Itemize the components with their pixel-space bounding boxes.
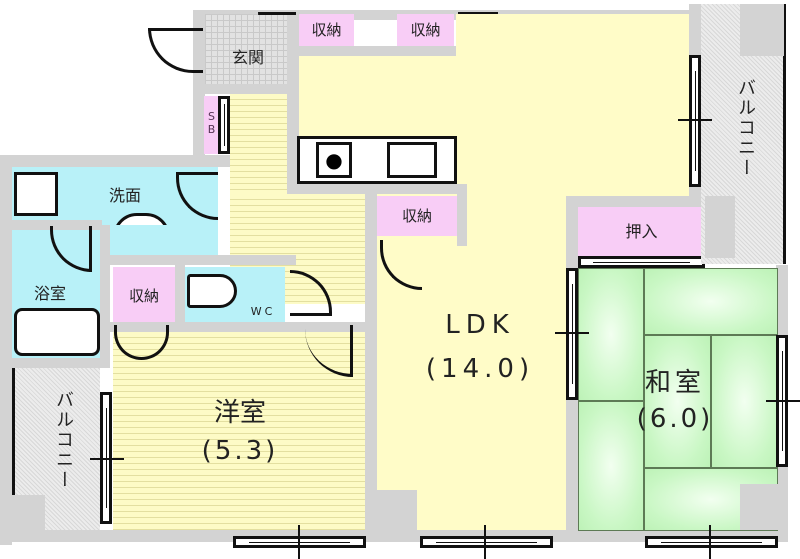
japanese-room-window-bottom[interactable] [645,536,778,548]
window-handle [90,458,124,460]
ldk-window[interactable] [420,536,553,548]
ldk-floor-mid [460,136,689,196]
wall-storage-western-right [175,265,185,325]
entrance-floor [205,14,287,84]
wall-bath-top [12,220,102,230]
window-handle [484,525,486,559]
door-handle [555,332,589,334]
tatami-mat [644,335,711,468]
balcony-right-pillar [740,4,784,56]
wall-left-upper [0,155,232,167]
closet-japanese-slider[interactable] [578,256,705,268]
stove-icon: ● [316,142,352,178]
bathroom-label: 浴室 [33,284,66,303]
ldk-pillar [377,490,417,530]
storage-kitchen [377,196,457,236]
wall-kitchen-storage-right [457,184,467,246]
japanese-room-sliding-door[interactable] [566,268,578,400]
wall-western-right [365,194,377,542]
wall-bath-right [100,225,110,365]
western-room-floor [113,332,365,530]
wall-kitchen-left [287,14,299,194]
storage-top-right-label: 収納 [410,21,441,39]
wall-bottom [0,530,785,542]
storage-top-left-door[interactable] [258,12,296,46]
washing-machine-icon [14,172,58,216]
western-room-size: (5.3) [201,436,279,466]
toilet-icon [187,274,237,308]
shoe-box-door[interactable] [218,96,230,154]
sink-icon [387,142,437,178]
storage-western [113,267,175,322]
wall-kitchen-bottom [287,184,467,194]
ldk-label: LDK [445,310,515,340]
balcony-right-window[interactable] [689,55,701,187]
tatami-mat [578,268,644,401]
japanese-room-size: (6.0) [636,404,714,434]
entrance-door[interactable] [148,28,203,73]
window-handle [678,119,712,121]
window-handle [298,525,300,559]
bathtub-icon [14,308,100,356]
balcony-left-pillar [0,495,45,542]
window-handle [709,525,711,559]
closet-japanese [578,207,705,257]
japanese-room-label: 和室 [644,368,705,398]
ldk-floor [299,56,689,136]
storage-kitchen-label: 収納 [401,207,432,225]
shoe-box [204,96,218,154]
balcony-right-label: バルコニー [735,78,756,178]
washroom-label: 洗面 [108,186,141,205]
wall-entrance-bottom [205,84,287,94]
wall-balcony-left-top [0,358,110,368]
balcony-right-pillar-bottom [705,196,735,258]
wall-japanese-top [566,196,718,208]
pillar-japanese [740,484,778,530]
entrance-label: 玄関 [231,48,264,67]
wall-western-top [100,255,296,265]
closet-japanese-label: 押入 [625,222,658,241]
storage-western-label: 収納 [128,287,159,305]
wall-storage-bottom [299,46,464,56]
shoe-box-label: SB [205,110,218,136]
storage-top-left-label: 収納 [311,21,342,39]
wall-far-left [0,155,12,545]
storage-top-left [299,14,354,46]
tatami-mat [644,268,778,335]
ldk-size: (14.0) [425,354,535,384]
storage-top-right [397,14,454,46]
balcony-left-label: バルコニー [53,390,74,490]
toilet-label: WC [250,305,276,318]
western-room-label: 洋室 [213,398,266,428]
washroom-lower [100,225,218,255]
tatami-mat [578,401,644,531]
window-handle [766,400,800,402]
wall-western-top2 [108,322,365,332]
ldk-floor-upper-right [456,14,689,56]
